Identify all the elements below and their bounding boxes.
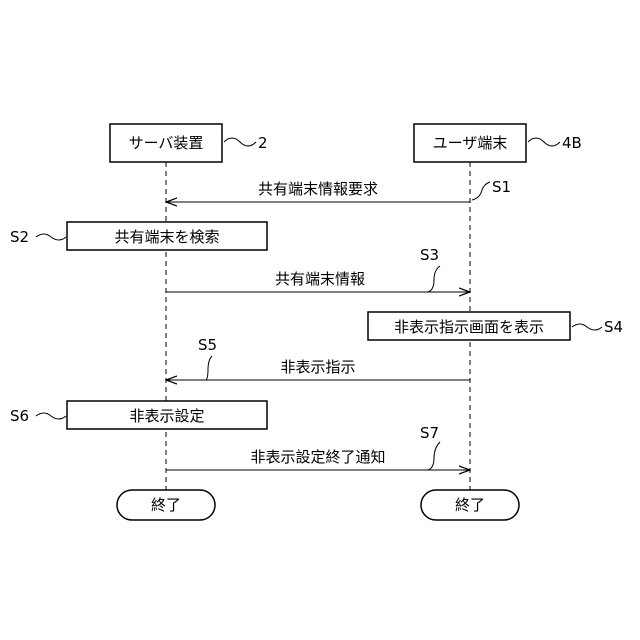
terminal-ref-leader (528, 138, 560, 146)
s1-leader (472, 182, 490, 200)
s2-step-label: S2 (10, 228, 29, 246)
s7-message-label: 非表示設定終了通知 (250, 448, 385, 466)
s1-step-label: S1 (492, 178, 511, 196)
s5-step-label: S5 (198, 336, 217, 354)
server-actor-box: サーバ装置 (110, 124, 222, 162)
server-ref-number: 2 (258, 134, 268, 152)
s6-process-label: 非表示設定 (129, 407, 204, 425)
server-end-label: 終了 (151, 496, 181, 514)
terminal-actor-label: ユーザ端末 (433, 134, 508, 152)
terminal-end-label: 終了 (455, 496, 485, 514)
s3-step-label: S3 (420, 246, 439, 264)
s4-leader (572, 324, 602, 330)
s1-message-label: 共有端末情報要求 (258, 180, 378, 198)
s6-step-label: S6 (10, 407, 29, 425)
terminal-actor-box: ユーザ端末 (414, 124, 526, 162)
s7-leader (428, 442, 440, 470)
server-ref-leader (224, 138, 256, 146)
s4-step-label: S4 (604, 318, 623, 336)
terminal-ref-number: 4B (562, 134, 582, 152)
s5-leader (206, 356, 212, 380)
s5-message-label: 非表示指示 (280, 358, 355, 376)
s2-leader (36, 234, 66, 240)
s4-process-label: 非表示指示画面を表示 (394, 318, 544, 336)
s3-leader (428, 266, 440, 292)
s6-leader (36, 413, 66, 419)
server-actor-label: サーバ装置 (129, 134, 204, 152)
s2-process-label: 共有端末を検索 (114, 228, 219, 246)
s3-message-label: 共有端末情報 (275, 270, 365, 288)
s7-step-label: S7 (420, 424, 439, 442)
